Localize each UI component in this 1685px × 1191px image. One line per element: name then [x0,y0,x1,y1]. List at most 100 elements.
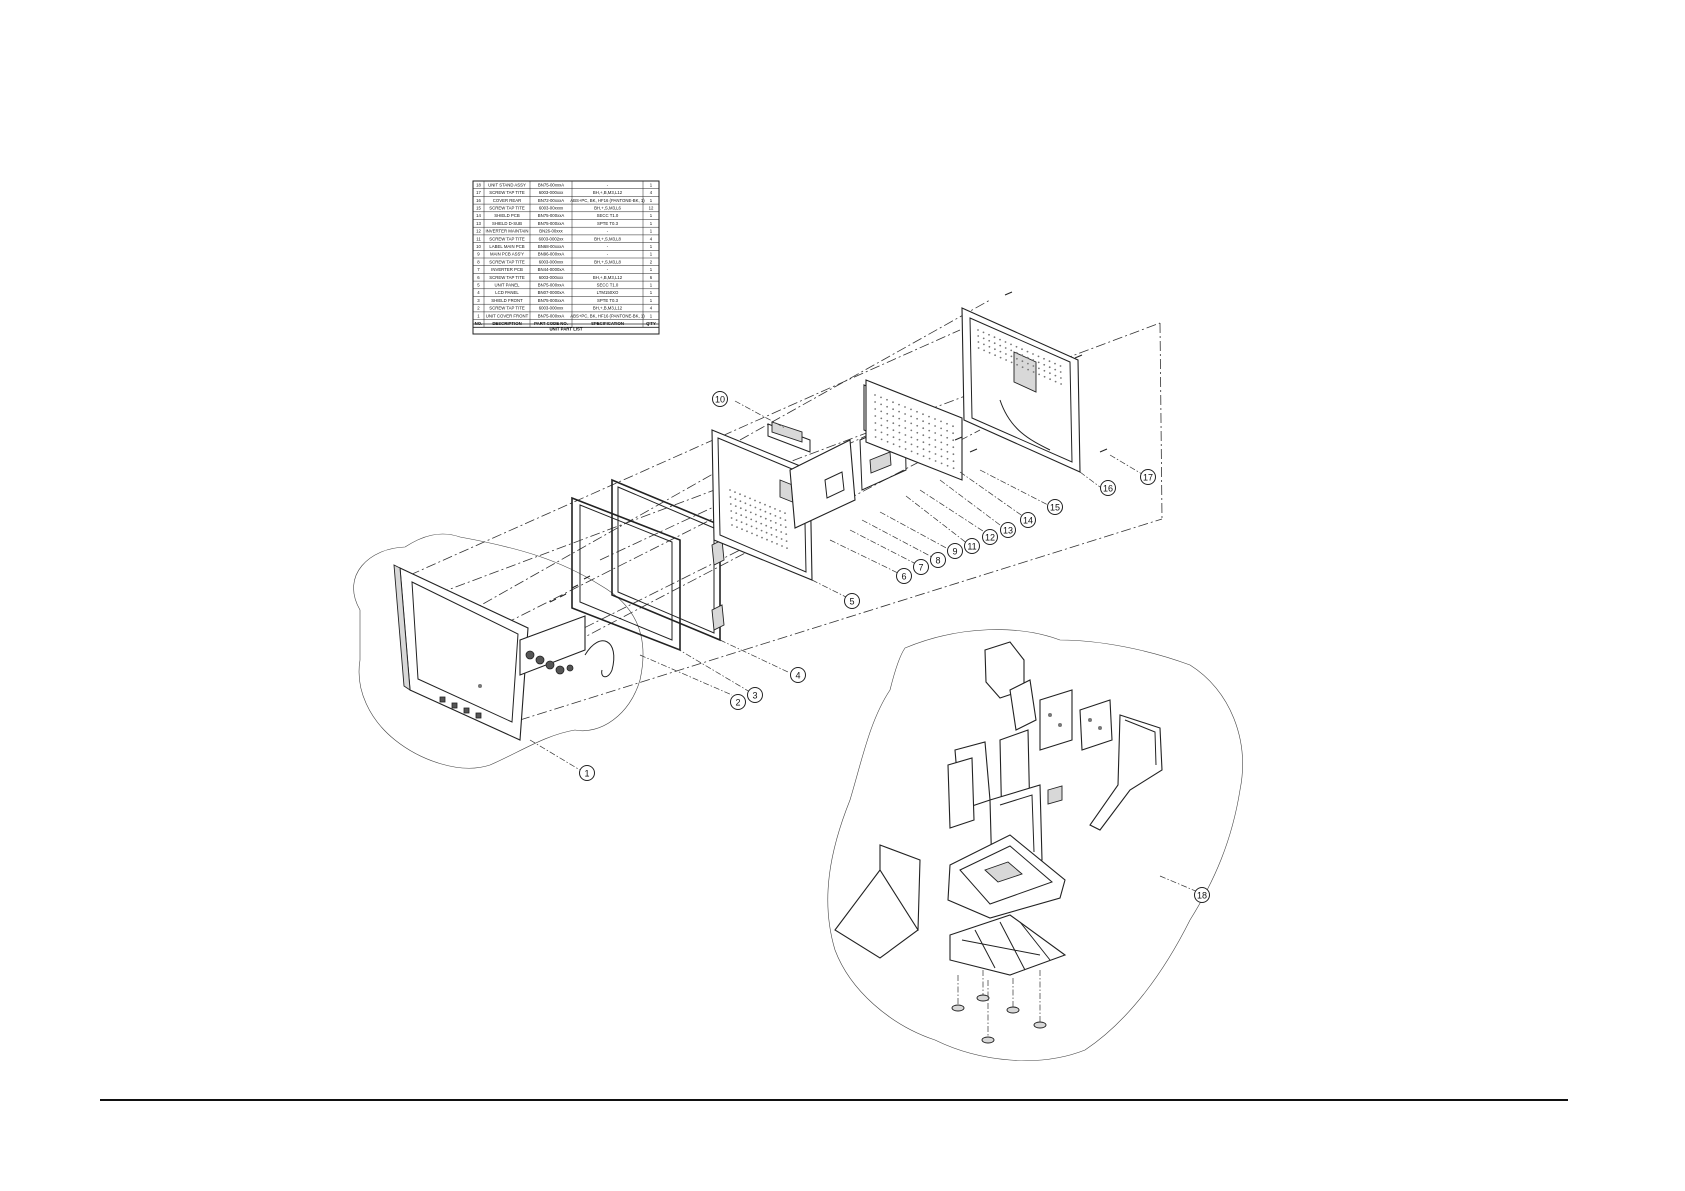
qty-cell: 1 [650,221,653,226]
description-cell: COVER REAR [493,198,521,203]
description-cell: SHIELD FRONT [491,298,523,303]
description-cell: MAIN PCB ASS'Y [490,252,524,257]
callout-9: 9 [947,543,963,559]
part-no-cell: NO. [475,321,483,326]
front-cover [393,564,529,741]
callout-15: 15 [1047,499,1063,515]
specification-cell: BH,+,B,M3,L12 [593,190,623,195]
callout-14: 14 [1020,512,1036,528]
label-main-pcb [771,421,803,443]
part-code-cell: BN68-00xxxA [538,244,564,249]
svg-text:3: 3 [752,691,757,701]
part-no-cell: 17 [476,190,481,195]
part-code-cell: 6003-00xxxx [539,205,564,210]
svg-text:17: 17 [1143,473,1153,483]
qty-cell: 1 [650,267,653,272]
callout-6: 6 [896,568,912,584]
specification-cell: BH,+,S,M3,L6 [594,205,621,210]
description-cell: INVERTER MAINTAIN [485,229,528,234]
qty-cell: 1 [650,298,653,303]
part-code-cell: BN72-00xxxA [538,198,564,203]
callout-8: 8 [930,552,946,568]
svg-text:4: 4 [795,671,800,681]
qty-cell: 1 [650,213,653,218]
svg-text:14: 14 [1023,516,1033,526]
part-code-cell: BN75-000xxA [538,282,565,287]
callout-2: 2 [730,694,746,710]
qty-cell: 2 [650,259,653,264]
part-code-cell: BN75-000xxA [538,221,565,226]
part-no-cell: 4 [477,290,480,295]
qty-cell: Q'TY [646,321,656,326]
qty-cell: 1 [650,282,653,287]
specification-cell: - [607,182,609,187]
qty-cell: 1 [650,198,653,203]
callout-16: 16 [1100,480,1116,496]
callout-18: 18 [1194,887,1210,903]
specification-cell: - [607,267,609,272]
callout-3: 3 [747,687,763,703]
specification-cell: SPECIFICATION [591,321,624,326]
qty-cell: 12 [649,205,654,210]
lcd-panel [611,478,725,642]
qty-cell: 1 [650,182,653,187]
callout-leaders [529,400,1199,893]
svg-text:10: 10 [715,395,725,405]
part-code-cell: BN96-000xxA [538,252,565,257]
qty-cell: 1 [650,290,653,295]
part-code-cell: BN75-000xxA [538,313,565,318]
description-cell: SHIELD PCB [494,213,520,218]
shield-front [571,496,681,652]
svg-text:7: 7 [918,563,923,573]
specification-cell: - [607,229,609,234]
qty-cell: 4 [650,190,653,195]
part-code-cell: BN75-00xxxA [538,182,564,187]
part-code-cell: 6003-000xxx [539,275,564,280]
part-no-cell: 13 [476,221,481,226]
part-no-cell: 8 [477,259,480,264]
stand-cloud-outline [827,629,1243,1061]
description-cell: SCREW TAP TITE [489,236,525,241]
description-cell: SCREW TAP TITE [489,190,525,195]
callout-12: 12 [982,529,998,545]
part-no-cell: 14 [476,213,481,218]
part-code-cell: 6003-000xxx [539,259,564,264]
description-cell: DESCRIPTION [492,321,521,326]
qty-cell: 4 [650,236,653,241]
description-cell: SCREW TAP TITE [489,259,525,264]
description-cell: INVERTER PCB [491,267,523,272]
svg-text:9: 9 [952,547,957,557]
svg-text:15: 15 [1050,503,1060,513]
description-cell: UNIT PANEL [495,282,521,287]
screws-front [549,575,591,603]
svg-text:1: 1 [584,769,589,779]
parts-list-title: UNIT PART LIST [549,327,582,332]
qty-cell: 6 [650,275,653,280]
description-cell: SHIELD D-SUB [492,221,522,226]
part-code-cell: BN07-0000xA [538,290,565,295]
part-no-cell: 2 [477,306,480,311]
callout-10: 10 [712,391,728,407]
callout-4: 4 [790,667,806,683]
description-cell: SCREW TAP TITE [489,275,525,280]
part-no-cell: 16 [476,198,481,203]
part-code-cell: BN44-0000xA [538,267,565,272]
specification-cell: ABS+PC, BK, HF16 (PANTONE-BK, 1) [570,313,645,318]
svg-text:11: 11 [967,542,976,552]
control-panel [519,615,615,678]
specification-cell: LTM150XO [597,290,619,295]
part-no-cell: 12 [476,229,481,234]
